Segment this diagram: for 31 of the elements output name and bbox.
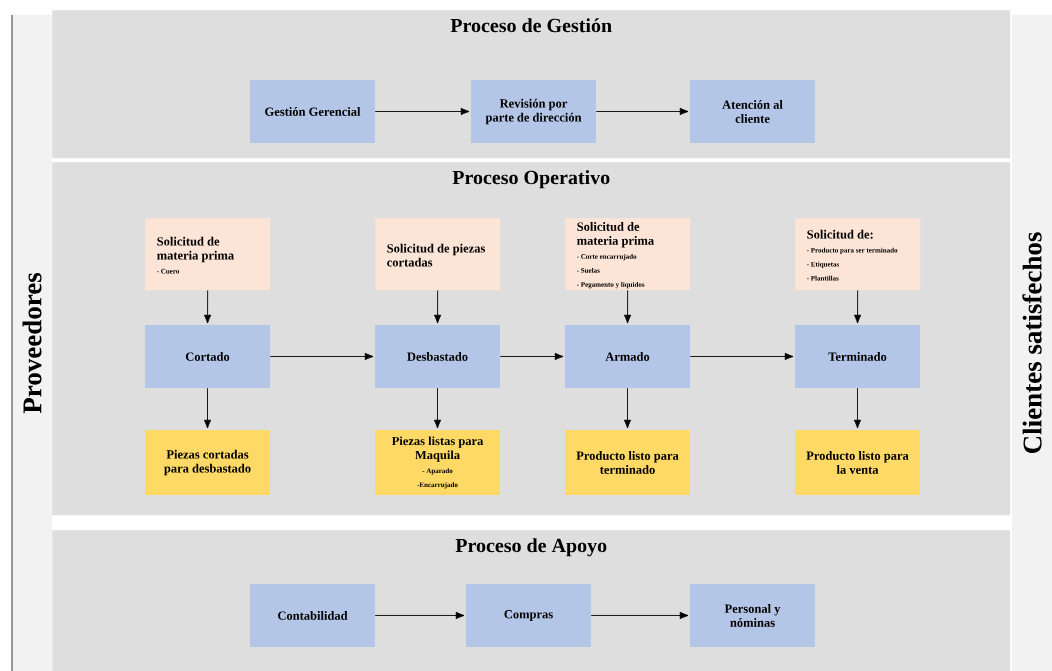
- arrow: [374, 611, 465, 620]
- side-band: Proveedores: [11, 14, 53, 671]
- arrow: [433, 289, 442, 324]
- arrow: [623, 289, 632, 324]
- arrow: [269, 352, 374, 361]
- process-box: Cortado: [145, 325, 270, 388]
- arrow: [853, 289, 862, 324]
- process-box: Contabilidad: [250, 584, 375, 647]
- arrow: [623, 387, 632, 429]
- output-box: Piezas cortadas para desbastado: [145, 430, 270, 495]
- output-box: Producto listo para la venta: [795, 430, 920, 495]
- process-box: Atención al cliente: [690, 80, 815, 143]
- process-box: Personal y nóminas: [690, 584, 815, 647]
- request-box: Solicitud de piezas cortadas: [375, 218, 501, 291]
- arrow: [203, 387, 212, 429]
- process-box: Terminado: [795, 325, 920, 388]
- arrow: [590, 611, 689, 620]
- side-band: Clientes satisfechos: [1011, 14, 1052, 671]
- arrow: [499, 352, 564, 361]
- arrow: [374, 107, 470, 116]
- arrow: [689, 352, 794, 361]
- process-box: Revisión por parte de dirección: [471, 80, 596, 143]
- process-box: Desbastado: [375, 325, 500, 388]
- arrow: [203, 289, 212, 324]
- process-box: Gestión Gerencial: [250, 80, 375, 143]
- arrow: [433, 387, 442, 429]
- process-box: Armado: [565, 325, 690, 388]
- arrow: [853, 387, 862, 429]
- process-box: Compras: [466, 584, 591, 647]
- arrow: [595, 107, 689, 116]
- output-box: Producto listo para terminado: [565, 430, 690, 495]
